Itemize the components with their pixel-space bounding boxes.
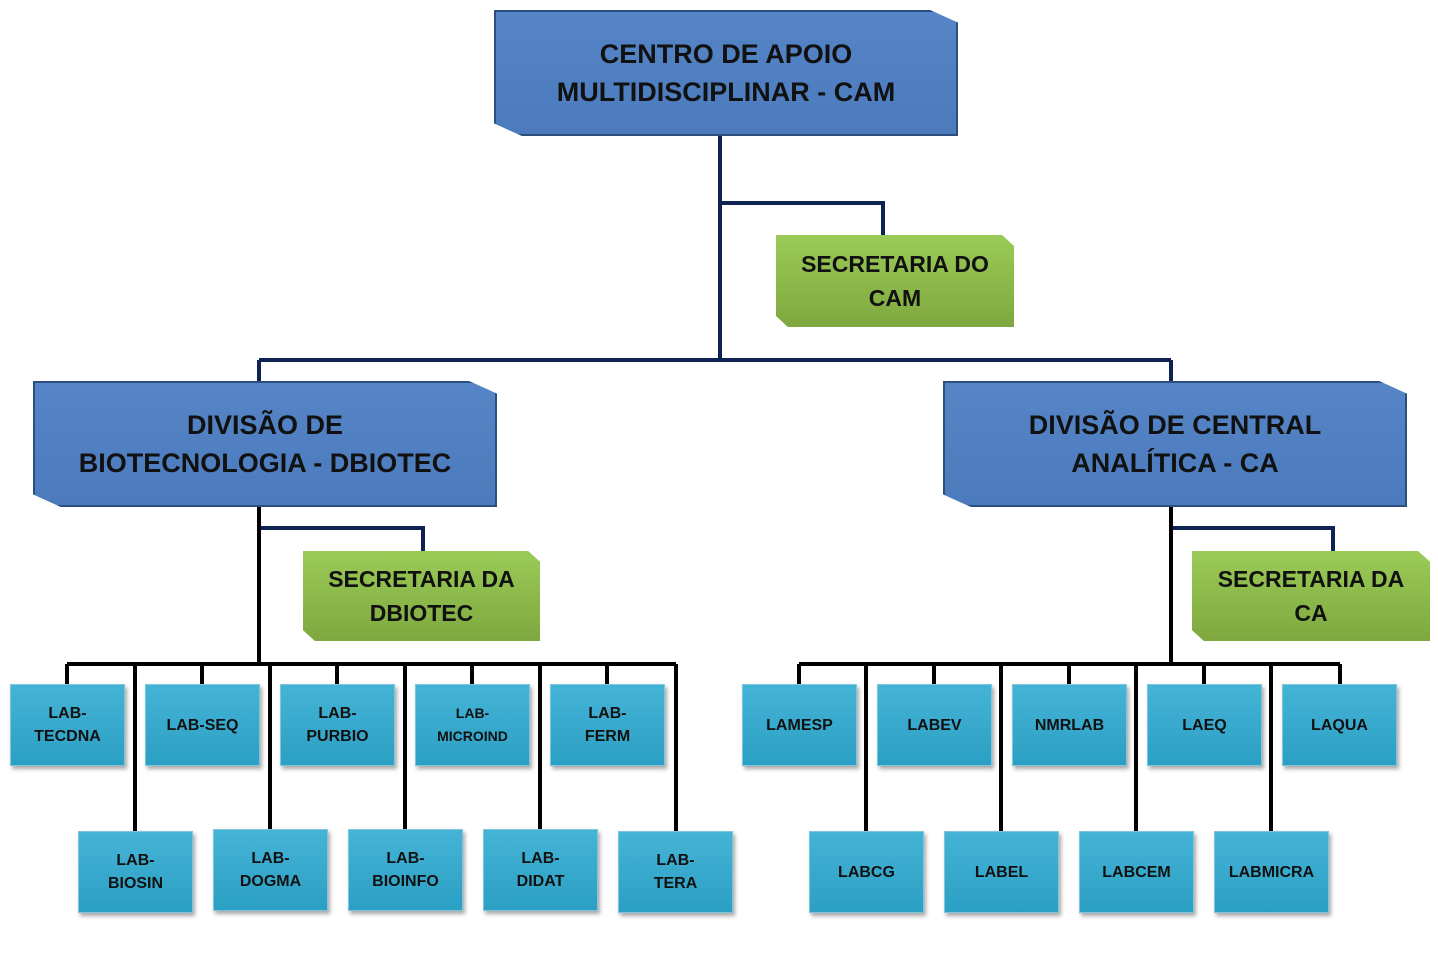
lab-label-line1: LABCEM — [1102, 863, 1171, 881]
root-secretary-connector — [720, 201, 885, 238]
secretary-dbiotec-line1: SECRETARIA DA — [328, 566, 515, 592]
lab-label-line1: LAB- — [386, 850, 425, 867]
lab-node: LAB- MICROIND — [415, 684, 530, 766]
lab-node: LAB- TERA — [618, 831, 733, 913]
lab-node: LAQUA — [1282, 684, 1397, 766]
division-node-dbiotec: DIVISÃO DE BIOTECNOLOGIA - DBIOTEC — [33, 381, 497, 507]
lab-node: LAB-SEQ — [145, 684, 260, 766]
secretary-ca-line1: SECRETARIA DA — [1217, 566, 1405, 592]
lab-label-line1: LAB- — [116, 852, 155, 869]
lab-label-line2: MICROIND — [437, 728, 508, 744]
lab-node: LAB- PURBIO — [280, 684, 395, 766]
lab-node: LABEV — [877, 684, 992, 766]
lab-label-line1: LAB- — [455, 705, 490, 721]
secretary-node-dbiotec: SECRETARIA DA DBIOTEC — [303, 551, 540, 641]
lab-label-line2: TERA — [653, 875, 698, 892]
lab-node: LAB- TECDNA — [10, 684, 125, 766]
secretary-ca-line2: CA — [1294, 600, 1328, 626]
division-dbiotec-line1: DIVISÃO DE — [186, 410, 344, 440]
lab-label-line1: LABEV — [907, 716, 962, 734]
left-secretary-connector — [259, 526, 425, 552]
lab-node: LAB- DIDAT — [483, 829, 598, 911]
lab-node: LAB- BIOSIN — [78, 831, 193, 913]
root-node-cam: CENTRO DE APOIO MULTIDISCIPLINAR - CAM — [494, 10, 958, 136]
root-secretary-line1: SECRETARIA DO — [801, 251, 989, 277]
lab-label-line1: LAB- — [251, 850, 290, 867]
division-dbiotec-line2: BIOTECNOLOGIA - DBIOTEC — [78, 448, 452, 478]
root-secretary-node: SECRETARIA DO CAM — [776, 235, 1014, 327]
lab-label-line1: LABMICRA — [1228, 863, 1315, 881]
lab-node: LAMESP — [742, 684, 857, 766]
lab-label-line2: PURBIO — [306, 728, 369, 745]
lab-label-line2: FERM — [584, 728, 631, 745]
lab-label-line1: LAB-SEQ — [166, 716, 239, 734]
lab-node: LABCEM — [1079, 831, 1194, 913]
lab-label-line1: LAB- — [48, 705, 87, 722]
lab-node: LAEQ — [1147, 684, 1262, 766]
lab-label-line1: LAB- — [521, 850, 560, 867]
root-title-line2: MULTIDISCIPLINAR - CAM — [556, 77, 896, 107]
lab-node: LABMICRA — [1214, 831, 1329, 913]
right-secretary-connector — [1171, 526, 1335, 552]
lab-node: NMRLAB — [1012, 684, 1127, 766]
lab-node: LAB- BIOINFO — [348, 829, 463, 911]
lab-node: LABCG — [809, 831, 924, 913]
lab-label-line1: LAB- — [656, 852, 695, 869]
division-ca-line1: DIVISÃO DE CENTRAL — [1028, 410, 1322, 440]
lab-label-line1: LAQUA — [1311, 716, 1368, 734]
lab-label-line2: BIOINFO — [372, 873, 439, 890]
lab-label-line2: BIOSIN — [107, 875, 164, 892]
lab-node: LAB- DOGMA — [213, 829, 328, 911]
lab-label-line2: DOGMA — [239, 873, 302, 890]
secretary-node-ca: SECRETARIA DA CA — [1192, 551, 1430, 641]
root-secretary-line2: CAM — [868, 285, 922, 311]
lab-label-line2: DIDAT — [516, 873, 565, 890]
lab-label-line1: NMRLAB — [1034, 716, 1105, 734]
lab-label-line2: TECDNA — [34, 728, 101, 745]
division-node-ca: DIVISÃO DE CENTRAL ANALÍTICA - CA — [943, 381, 1407, 507]
secretary-dbiotec-line2: DBIOTEC — [369, 600, 474, 626]
lab-label-line1: LABEL — [974, 863, 1029, 881]
root-title-line1: CENTRO DE APOIO — [599, 39, 853, 69]
lab-node: LABEL — [944, 831, 1059, 913]
lab-node: LAB- FERM — [550, 684, 665, 766]
lab-label-line1: LAMESP — [766, 716, 833, 734]
division-ca-line2: ANALÍTICA - CA — [1071, 448, 1279, 478]
lab-label-line1: LAEQ — [1182, 716, 1227, 734]
lab-label-line1: LAB- — [588, 705, 627, 722]
lab-label-line1: LABCG — [838, 863, 895, 881]
lab-label-line1: LAB- — [318, 705, 357, 722]
